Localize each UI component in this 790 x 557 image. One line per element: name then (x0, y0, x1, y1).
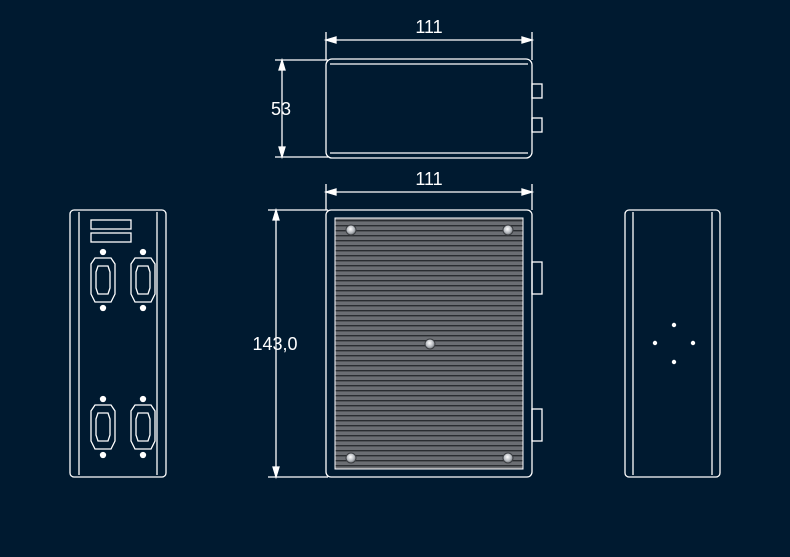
front-view-height-label: 143,0 (252, 334, 297, 354)
serial-port-1 (90, 248, 116, 312)
front-view-width-label: 111 (415, 169, 442, 189)
screw-center (424, 338, 436, 350)
front-view-connector-1 (531, 261, 543, 295)
top-view (275, 32, 543, 160)
top-view-connector-2 (531, 117, 543, 133)
right-side-view (624, 209, 721, 478)
screw-top-right (502, 224, 514, 236)
mounting-holes (652, 322, 696, 365)
serial-port-3 (90, 395, 116, 459)
top-view-body (325, 58, 533, 159)
heatsink-screws (345, 224, 514, 464)
front-width-dimension (323, 184, 535, 210)
front-height-dimension (268, 207, 328, 480)
top-view-width-label: 111 (415, 17, 442, 37)
terminal-slot-2 (90, 232, 132, 243)
right-side-body (624, 209, 721, 478)
top-height-dimension (275, 57, 328, 160)
front-view (268, 184, 543, 480)
front-view-body (325, 209, 533, 478)
screw-bottom-right (502, 452, 514, 464)
screw-top-left (345, 224, 357, 236)
screw-bottom-left (345, 452, 357, 464)
left-side-body (69, 209, 167, 478)
left-side-view (69, 209, 167, 478)
top-width-dimension (323, 32, 535, 60)
serial-port-4 (130, 395, 156, 459)
top-view-connector-1 (531, 83, 543, 99)
serial-port-2 (130, 248, 156, 312)
front-view-connector-2 (531, 408, 543, 442)
top-view-height-label: 53 (271, 99, 291, 119)
terminal-slot-1 (90, 219, 132, 230)
